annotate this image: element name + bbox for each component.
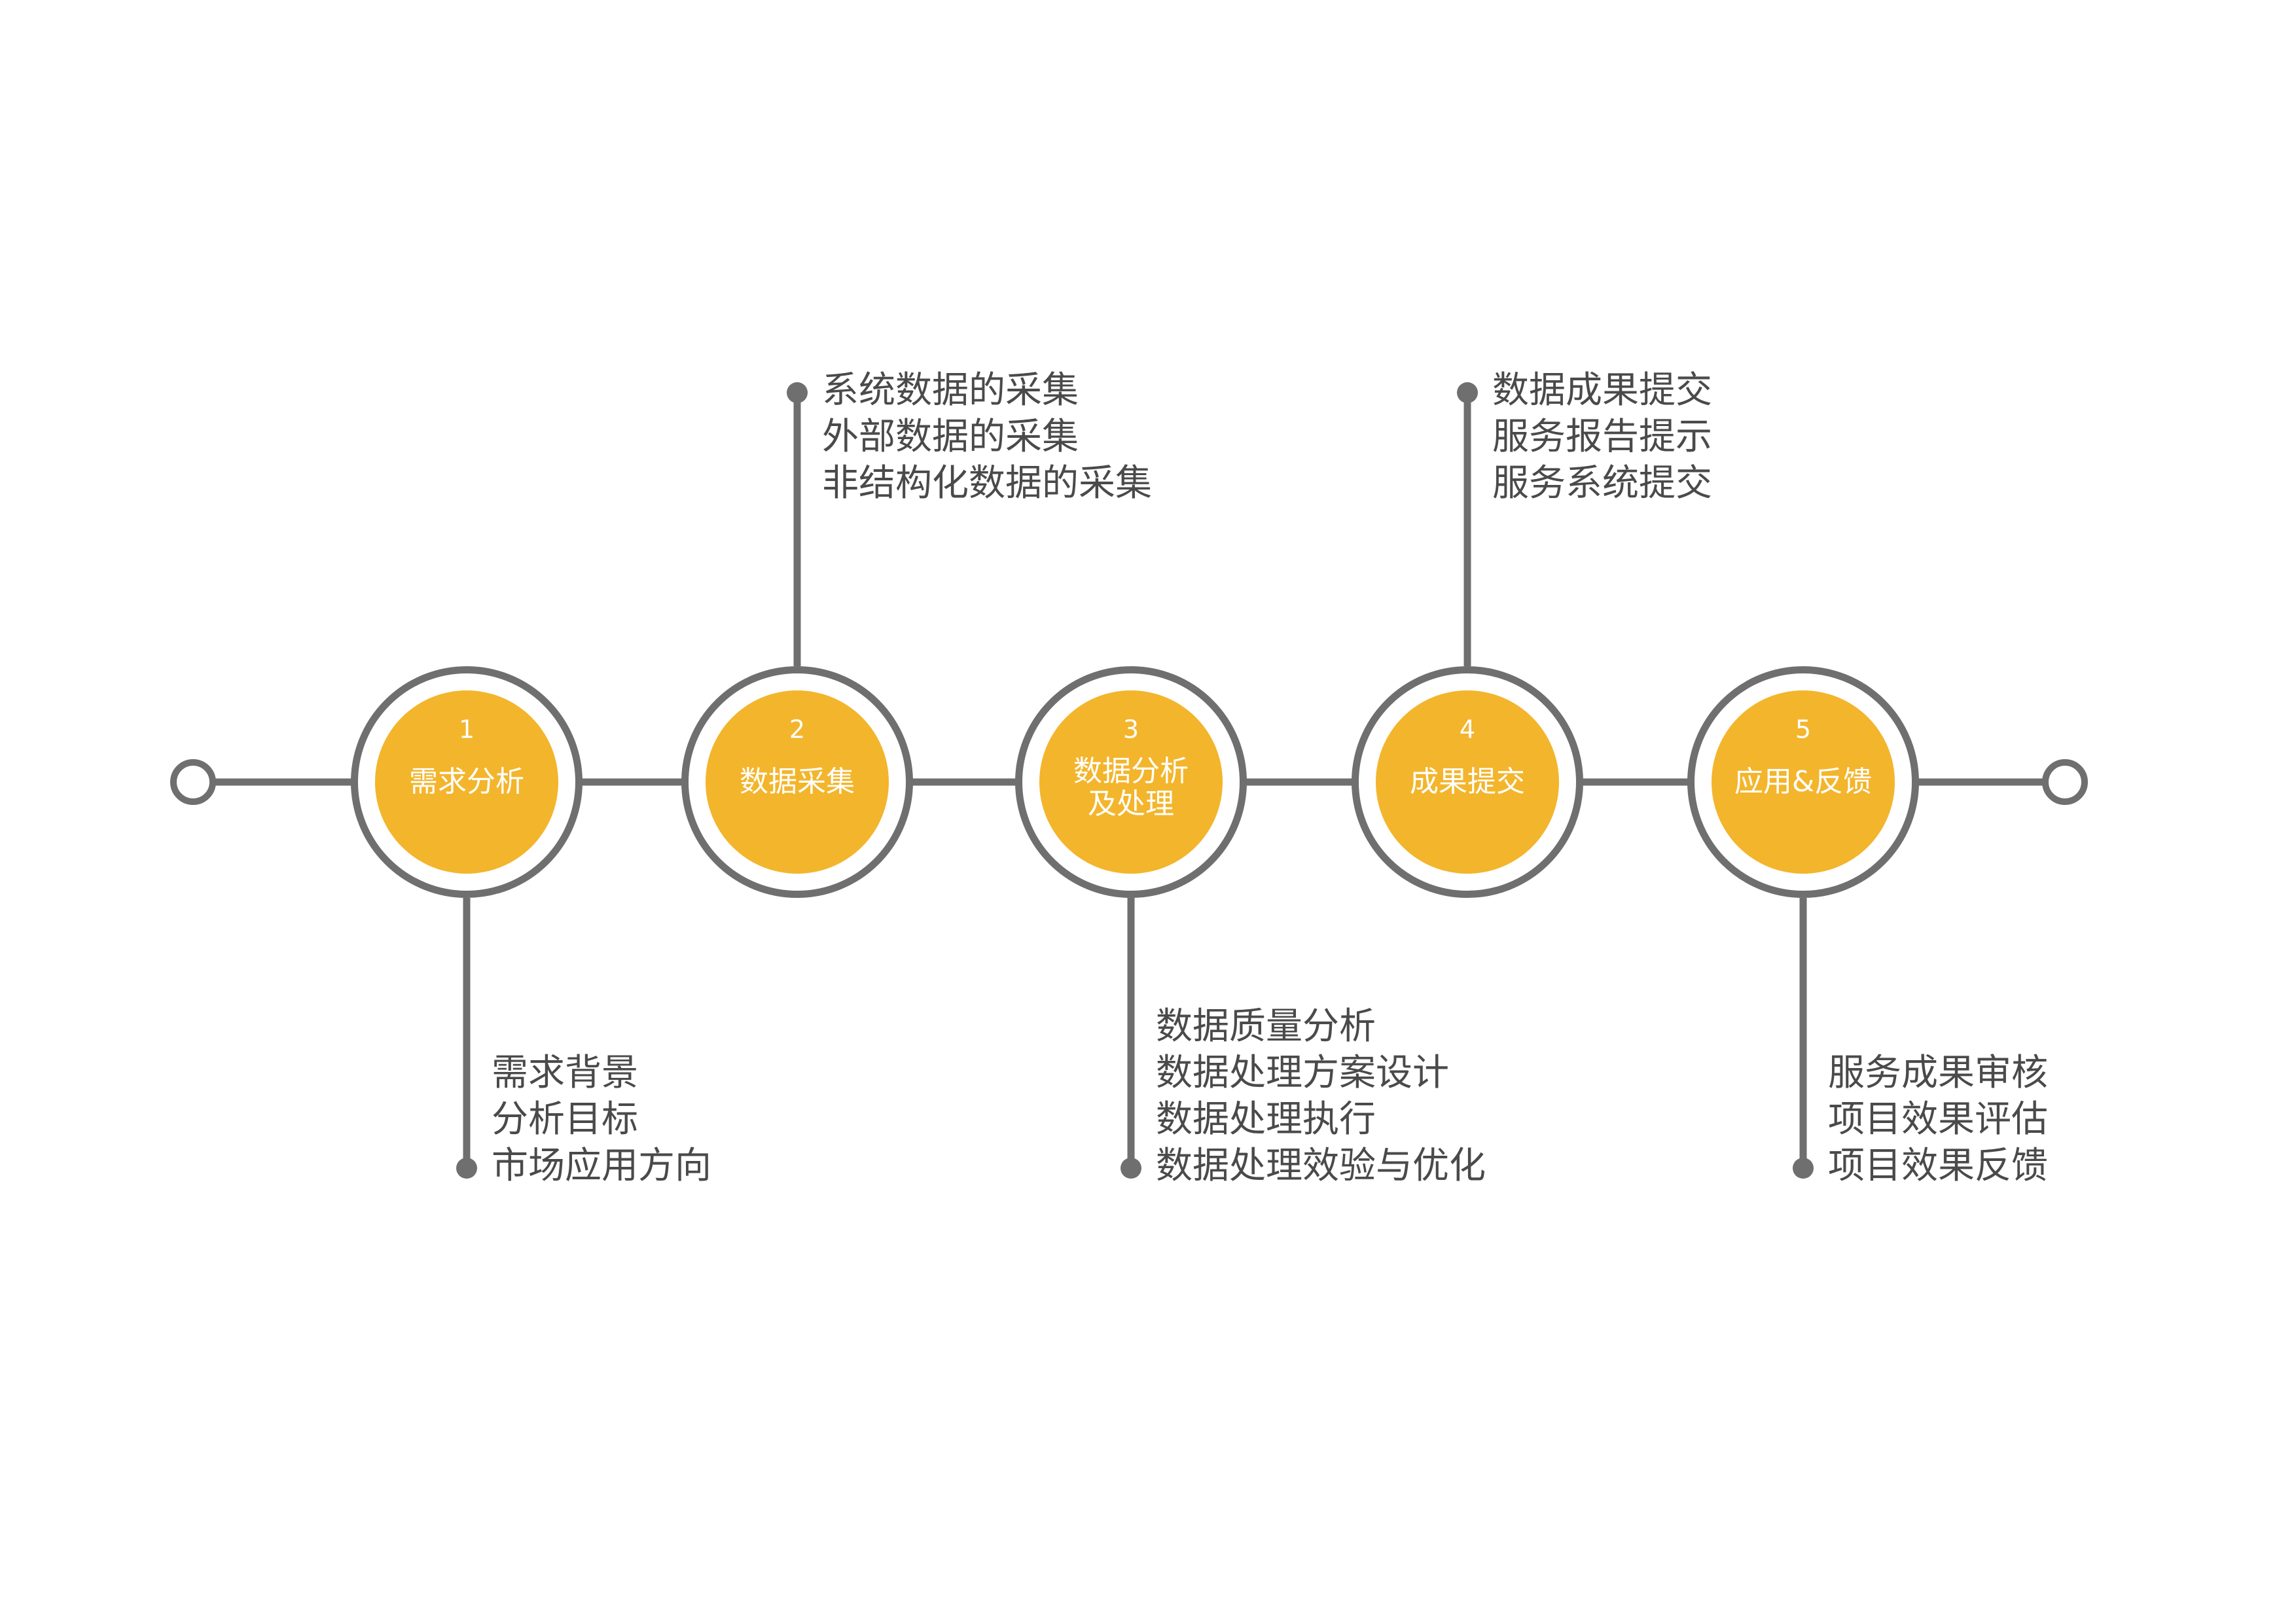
step-5-detail-item: 项目效果反馈 <box>1828 1145 2048 1187</box>
step-1-detail-item: 需求背景 <box>492 1052 638 1094</box>
step-2-node: 2 数据采集 <box>681 666 913 898</box>
step-3-title-line: 数据分析 <box>1073 755 1189 788</box>
step-1-number: 1 <box>459 715 475 744</box>
step-1-node: 1 需求分析 <box>351 666 583 898</box>
step-3-detail-item: 数据质量分析 <box>1156 1005 1376 1048</box>
step-1-detail-item: 市场应用方向 <box>492 1145 711 1187</box>
step-2-detail-item: 外部数据的采集 <box>822 416 1079 458</box>
step-1-detail-item: 分析目标 <box>492 1098 638 1141</box>
step-4-detail-item: 服务系统提交 <box>1492 462 1712 505</box>
step-5-detail-item: 项目效果评估 <box>1828 1098 2048 1141</box>
timeline-start-cap <box>170 759 216 805</box>
step-2-title-line: 数据采集 <box>740 765 855 798</box>
step-5-core <box>1712 690 1895 874</box>
step-1-title-line: 需求分析 <box>409 765 524 798</box>
step-3-detail-item: 数据处理执行 <box>1156 1098 1376 1141</box>
timeline-end-cap <box>2042 759 2088 805</box>
step-5-node: 5 应用&反馈 <box>1687 666 1919 898</box>
step-1-core <box>375 690 558 874</box>
step-5-detail-item: 服务成果审核 <box>1828 1052 2048 1094</box>
step-4-number: 4 <box>1460 715 1475 744</box>
step-2-detail-item: 系统数据的采集 <box>822 369 1079 412</box>
step-4-core <box>1376 690 1559 874</box>
step-3-detail-item: 数据处理方案设计 <box>1156 1052 1449 1094</box>
step-4-node: 4 成果提交 <box>1352 666 1583 898</box>
step-3-bullet <box>1121 1158 1141 1179</box>
step-4-detail-item: 数据成果提交 <box>1492 369 1712 412</box>
step-4-detail-item: 服务报告提示 <box>1492 416 1712 458</box>
step-3-detail-item: 数据处理效验与优化 <box>1156 1145 1486 1187</box>
step-5-number: 5 <box>1795 715 1811 744</box>
detail-stems-layer <box>456 382 1814 1179</box>
step-4-title-line: 成果提交 <box>1410 765 1525 798</box>
step-3-title-line: 及处理 <box>1088 787 1174 821</box>
step-2-detail-item: 非结构化数据的采集 <box>822 462 1152 505</box>
step-3-core <box>1039 690 1223 874</box>
step-2-core <box>706 690 889 874</box>
step-2-number: 2 <box>789 715 805 744</box>
step-5-bullet <box>1793 1158 1814 1179</box>
step-2-bullet <box>787 382 808 403</box>
step-1-bullet <box>456 1158 477 1179</box>
step-5-title-line: 应用&反馈 <box>1734 765 1872 798</box>
step-3-number: 3 <box>1123 715 1139 744</box>
step-4-bullet <box>1457 382 1478 403</box>
